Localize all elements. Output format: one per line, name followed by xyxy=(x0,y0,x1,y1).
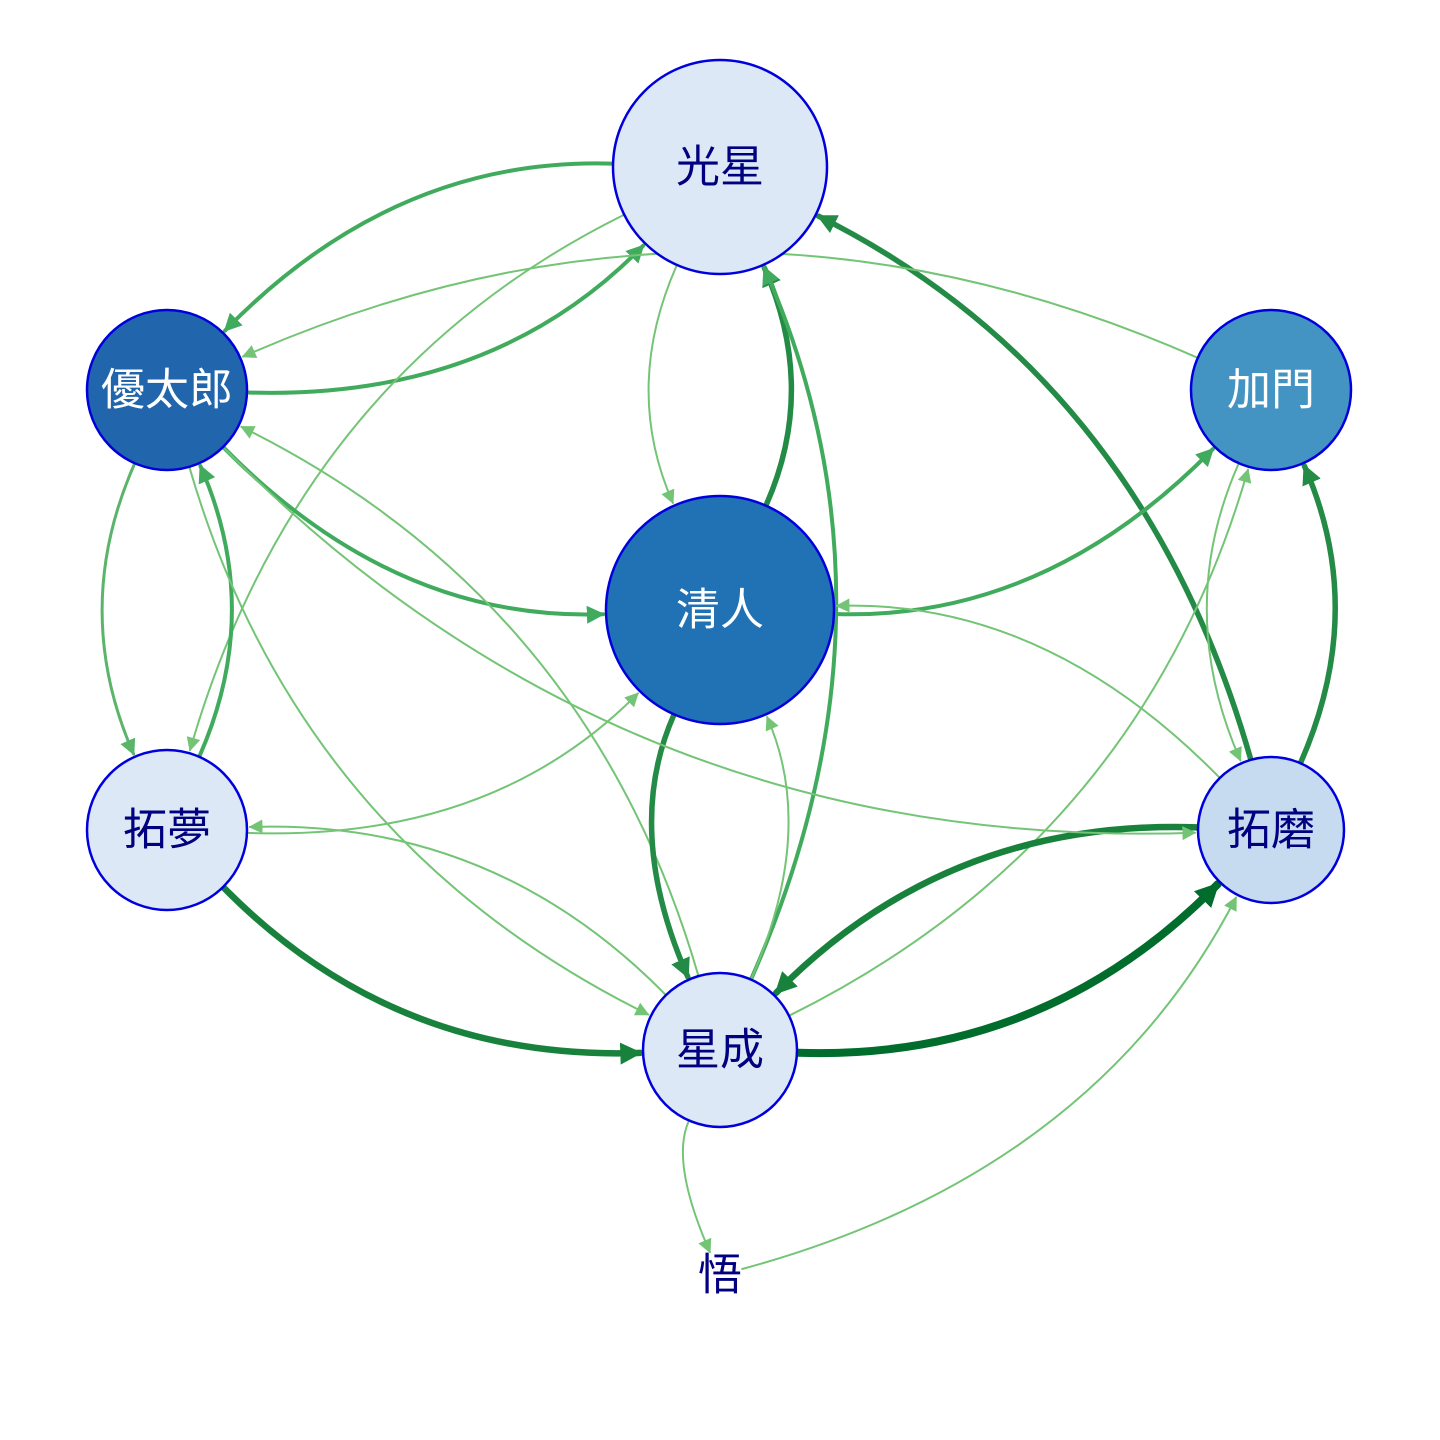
edge-yutaro-to-takuma xyxy=(222,446,1197,841)
node-satoru-label: 悟 xyxy=(698,1250,742,1301)
edge-seisei-to-satoru xyxy=(681,1120,712,1254)
node-kamon-circle xyxy=(1189,308,1353,472)
node-takumu-circle xyxy=(85,748,249,912)
node-kiyoto-label: 清人 xyxy=(676,585,764,636)
edge-yutaro-to-seisei xyxy=(188,466,650,1016)
node-takuma-circle xyxy=(1196,755,1346,905)
edge-seisei-to-takuma xyxy=(794,880,1222,1058)
edge-seisei-to-yutaro xyxy=(240,425,700,977)
node-takumu-label: 拓夢 xyxy=(123,805,211,856)
edge-yutaro-to-takumu xyxy=(100,462,136,756)
node-satoru: 悟 xyxy=(698,1250,742,1301)
edge-kiyoto-to-kamon xyxy=(832,447,1215,617)
edge-kosei-to-kiyoto xyxy=(647,264,678,505)
node-seisei-label: 星成 xyxy=(676,1025,764,1076)
node-kamon: 加門 xyxy=(1189,308,1353,472)
edge-kamon-to-takuma xyxy=(1205,463,1242,762)
edge-takuma-to-seisei xyxy=(772,823,1201,997)
edge-takuma-to-kamon xyxy=(1298,463,1338,766)
node-kosei: 光星 xyxy=(611,58,829,276)
edge-kosei-to-takumu xyxy=(186,214,625,752)
edge-takumu-to-seisei xyxy=(220,884,644,1065)
node-yutaro-label: 優太郎 xyxy=(101,365,233,416)
edge-kiyoto-to-seisei xyxy=(648,712,691,980)
node-yutaro: 優太郎 xyxy=(85,308,249,472)
node-kiyoto: 清人 xyxy=(604,494,836,726)
edge-seisei-to-kamon xyxy=(788,468,1252,1017)
edge-takumu-to-yutaro xyxy=(197,464,234,758)
node-seisei-circle xyxy=(641,971,799,1129)
node-kiyoto-circle xyxy=(604,494,836,726)
node-yutaro-circle xyxy=(85,308,249,472)
node-takuma: 拓磨 xyxy=(1196,755,1346,905)
edge-takuma-to-kosei xyxy=(815,213,1254,762)
edge-kosei-to-yutaro xyxy=(223,161,615,333)
node-takuma-label: 拓磨 xyxy=(1227,805,1315,856)
node-kamon-label: 加門 xyxy=(1227,365,1315,416)
edge-yutaro-to-kosei xyxy=(246,243,646,395)
node-kosei-circle xyxy=(611,58,829,276)
edge-takumu-to-kiyoto xyxy=(246,692,639,835)
edge-yutaro-to-kiyoto xyxy=(221,445,606,624)
node-kosei-label: 光星 xyxy=(676,142,764,193)
edge-seisei-to-kiyoto xyxy=(750,715,790,980)
node-seisei: 星成 xyxy=(641,971,799,1129)
edge-seisei-to-takumu xyxy=(248,819,667,996)
edge-takuma-to-kiyoto xyxy=(835,598,1221,779)
edge-satoru-to-takuma xyxy=(741,896,1238,1270)
node-takumu: 拓夢 xyxy=(85,748,249,912)
